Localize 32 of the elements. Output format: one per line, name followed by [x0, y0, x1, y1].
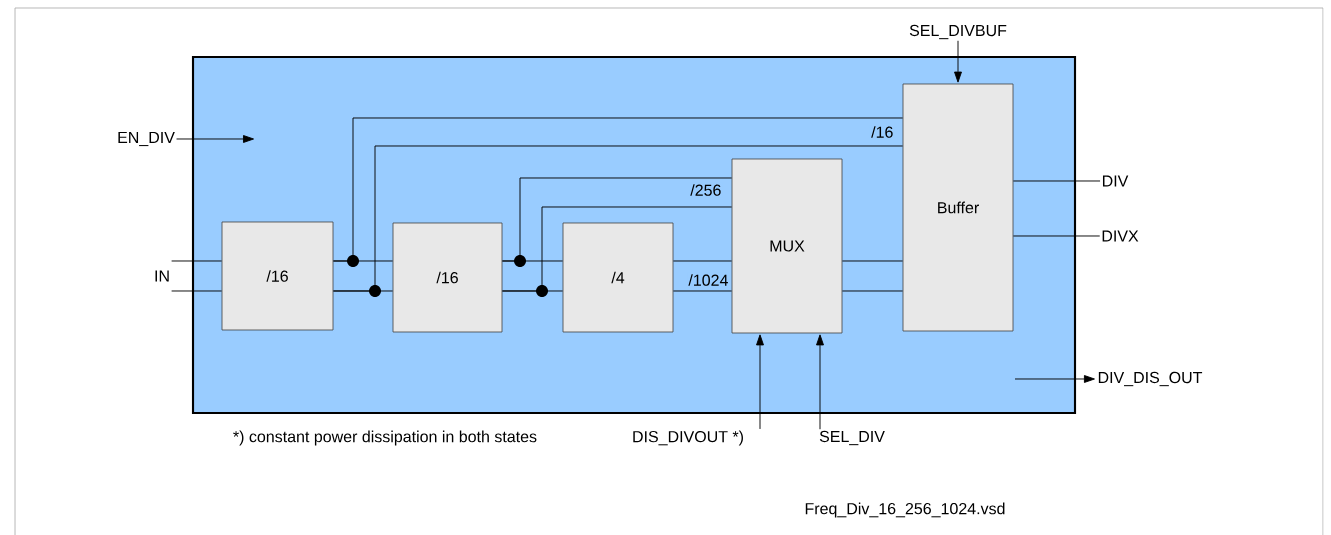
signal-label: DIV: [1103, 175, 1129, 187]
arrow: [176, 135, 254, 143]
signal-line: [672, 260, 733, 262]
signal-label: DIS_DIVOUT *): [633, 430, 743, 446]
signal-label: SEL_DIV: [819, 430, 885, 446]
signal-line: [1012, 235, 1101, 237]
signal-line: [841, 290, 904, 292]
function-block: /4: [562, 222, 674, 333]
signal-label: IN: [155, 270, 169, 282]
arrow: [954, 40, 962, 83]
signal-line: [171, 290, 223, 292]
arrow: [756, 334, 764, 430]
function-block: /16: [221, 221, 334, 331]
signal-line: [171, 260, 223, 262]
signal-label: SEL_DIVBUF: [909, 24, 1007, 40]
function-block: MUX: [731, 158, 843, 334]
signal-line: [332, 117, 904, 262]
signal-line: [501, 177, 733, 262]
signal-label: DIV_DIS_OUT: [1098, 371, 1203, 387]
signal-line: [332, 145, 904, 292]
signal-label: EN_DIV: [118, 131, 175, 147]
arrow: [1014, 375, 1095, 383]
signal-line: [672, 290, 733, 292]
signal-line: [841, 260, 904, 262]
footnote: *) constant power dissipation in both states: [233, 430, 537, 446]
signal-label: DIVX: [1102, 230, 1139, 242]
arrow: [816, 334, 824, 430]
function-block: Buffer: [902, 83, 1014, 332]
signal-line: [501, 206, 733, 292]
signal-line: [1012, 180, 1101, 182]
file-name-label: Freq_Div_16_256_1024.vsd: [805, 502, 1005, 518]
function-block: /16: [392, 222, 503, 333]
